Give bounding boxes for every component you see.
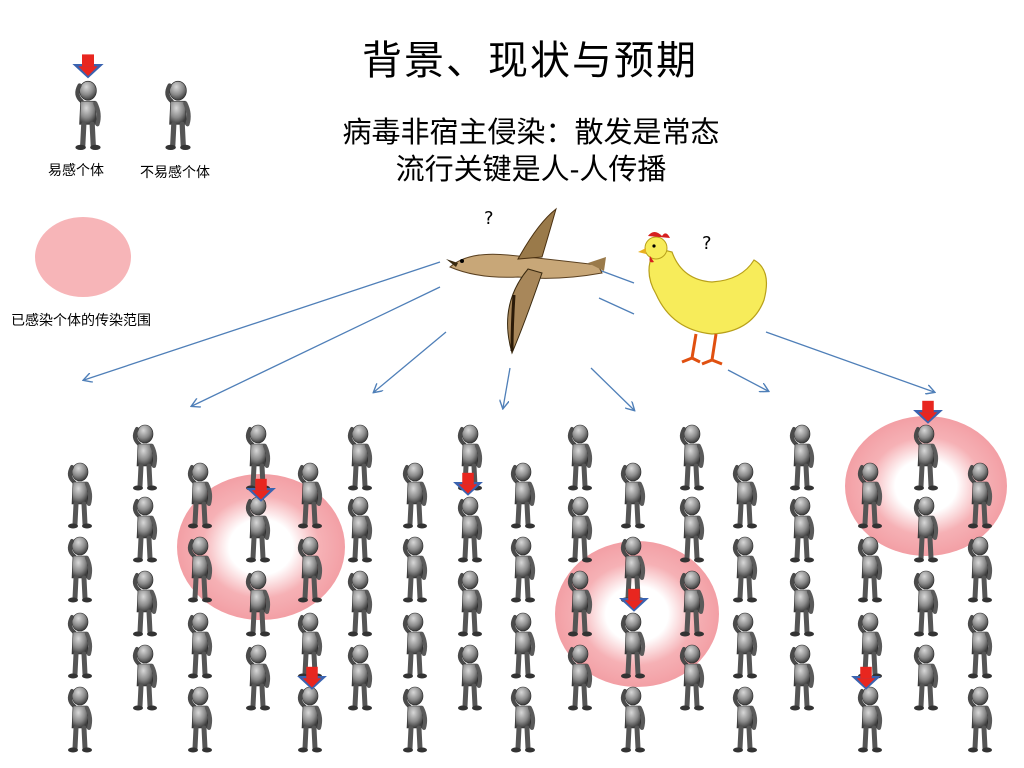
- arrow-chicken-1: [598, 269, 635, 284]
- crowd-person-68: [968, 687, 992, 753]
- crowd-person-12: [348, 645, 372, 711]
- crowd-person-40: [188, 687, 212, 753]
- arrow-bird-3: [374, 331, 447, 392]
- crowd-person-52: [511, 687, 535, 753]
- legend-infection-range-swatch: [35, 217, 131, 297]
- crowd-person-33: [68, 463, 92, 529]
- crowd-person-35: [68, 613, 92, 679]
- arrow-chicken-2: [598, 297, 635, 315]
- crowd-person-14: [458, 497, 482, 563]
- infected-marker-2: [453, 472, 483, 496]
- crowd-person-26: [790, 497, 814, 563]
- crowd-person-27: [790, 571, 814, 637]
- infected-marker-3: [297, 666, 327, 690]
- crowd-person-48: [403, 687, 427, 753]
- crowd-person-62: [858, 537, 882, 603]
- crowd-person-9: [348, 425, 372, 491]
- crowd-person-21: [680, 425, 704, 491]
- crowd-person-57: [733, 463, 757, 529]
- crowd-person-45: [403, 463, 427, 529]
- crowd-person-60: [733, 687, 757, 753]
- crowd-person-10: [348, 497, 372, 563]
- crowd-person-39: [188, 613, 212, 679]
- crowd-person-59: [733, 613, 757, 679]
- crowd-person-66: [968, 537, 992, 603]
- infection-ranges: [177, 416, 1007, 687]
- crowd-person-50: [511, 537, 535, 603]
- crowd-person-8: [246, 645, 270, 711]
- crowd-person-11: [348, 571, 372, 637]
- crowd-person-4: [133, 645, 157, 711]
- crowd-person-36: [68, 687, 92, 753]
- legend-infection-range-label: 已感染个体的传染范围: [11, 313, 151, 329]
- crowd-person-15: [458, 571, 482, 637]
- arrow-bird-2: [192, 286, 441, 406]
- arrow-chicken-3: [727, 369, 768, 391]
- legend-susceptible-label: 易感个体: [48, 163, 104, 179]
- crowd-person-2: [133, 497, 157, 563]
- arrow-bird-5: [590, 367, 634, 410]
- slide-subtitle: 病毒非宿主侵染：散发是常态 流行关键是人-人传播: [0, 114, 1024, 188]
- crowd-person-58: [733, 537, 757, 603]
- arrow-chicken-4: [765, 331, 934, 392]
- crowd-person-34: [68, 537, 92, 603]
- chicken-question-mark: ?: [702, 233, 712, 254]
- slide-title: 背景、现状与预期: [362, 38, 698, 84]
- crowd-person-25: [790, 425, 814, 491]
- crowd-person-46: [403, 537, 427, 603]
- subtitle-line-2: 流行关键是人-人传播: [395, 152, 667, 186]
- crowd-person-56: [621, 687, 645, 753]
- chicken-illustration: [638, 232, 767, 366]
- crowd-person-1: [133, 425, 157, 491]
- bird-question-mark: ?: [484, 208, 494, 229]
- legend-non-susceptible-label: 不易感个体: [140, 165, 210, 181]
- crowd-person-47: [403, 613, 427, 679]
- legend: [35, 54, 191, 297]
- crowd-person-17: [568, 425, 592, 491]
- crowd-person-31: [914, 571, 938, 637]
- subtitle-line-1: 病毒非宿主侵染：散发是常态: [342, 115, 720, 149]
- crowd-person-32: [914, 645, 938, 711]
- crowd-person-44: [298, 687, 322, 753]
- crowd-person-51: [511, 613, 535, 679]
- transmission-arrows: [84, 261, 934, 410]
- crowd-person-64: [858, 687, 882, 753]
- arrow-bird-1: [84, 261, 441, 380]
- crowd-person-49: [511, 463, 535, 529]
- arrow-bird-4: [503, 367, 511, 408]
- crowd-person-67: [968, 613, 992, 679]
- infection-range-3: [845, 416, 1007, 556]
- crowd-person-22: [680, 497, 704, 563]
- crowd-person-18: [568, 497, 592, 563]
- crowd-person-28: [790, 645, 814, 711]
- crowd-person-3: [133, 571, 157, 637]
- crowd-person-53: [621, 463, 645, 529]
- bird-illustration: [446, 207, 606, 355]
- crowd-person-16: [458, 645, 482, 711]
